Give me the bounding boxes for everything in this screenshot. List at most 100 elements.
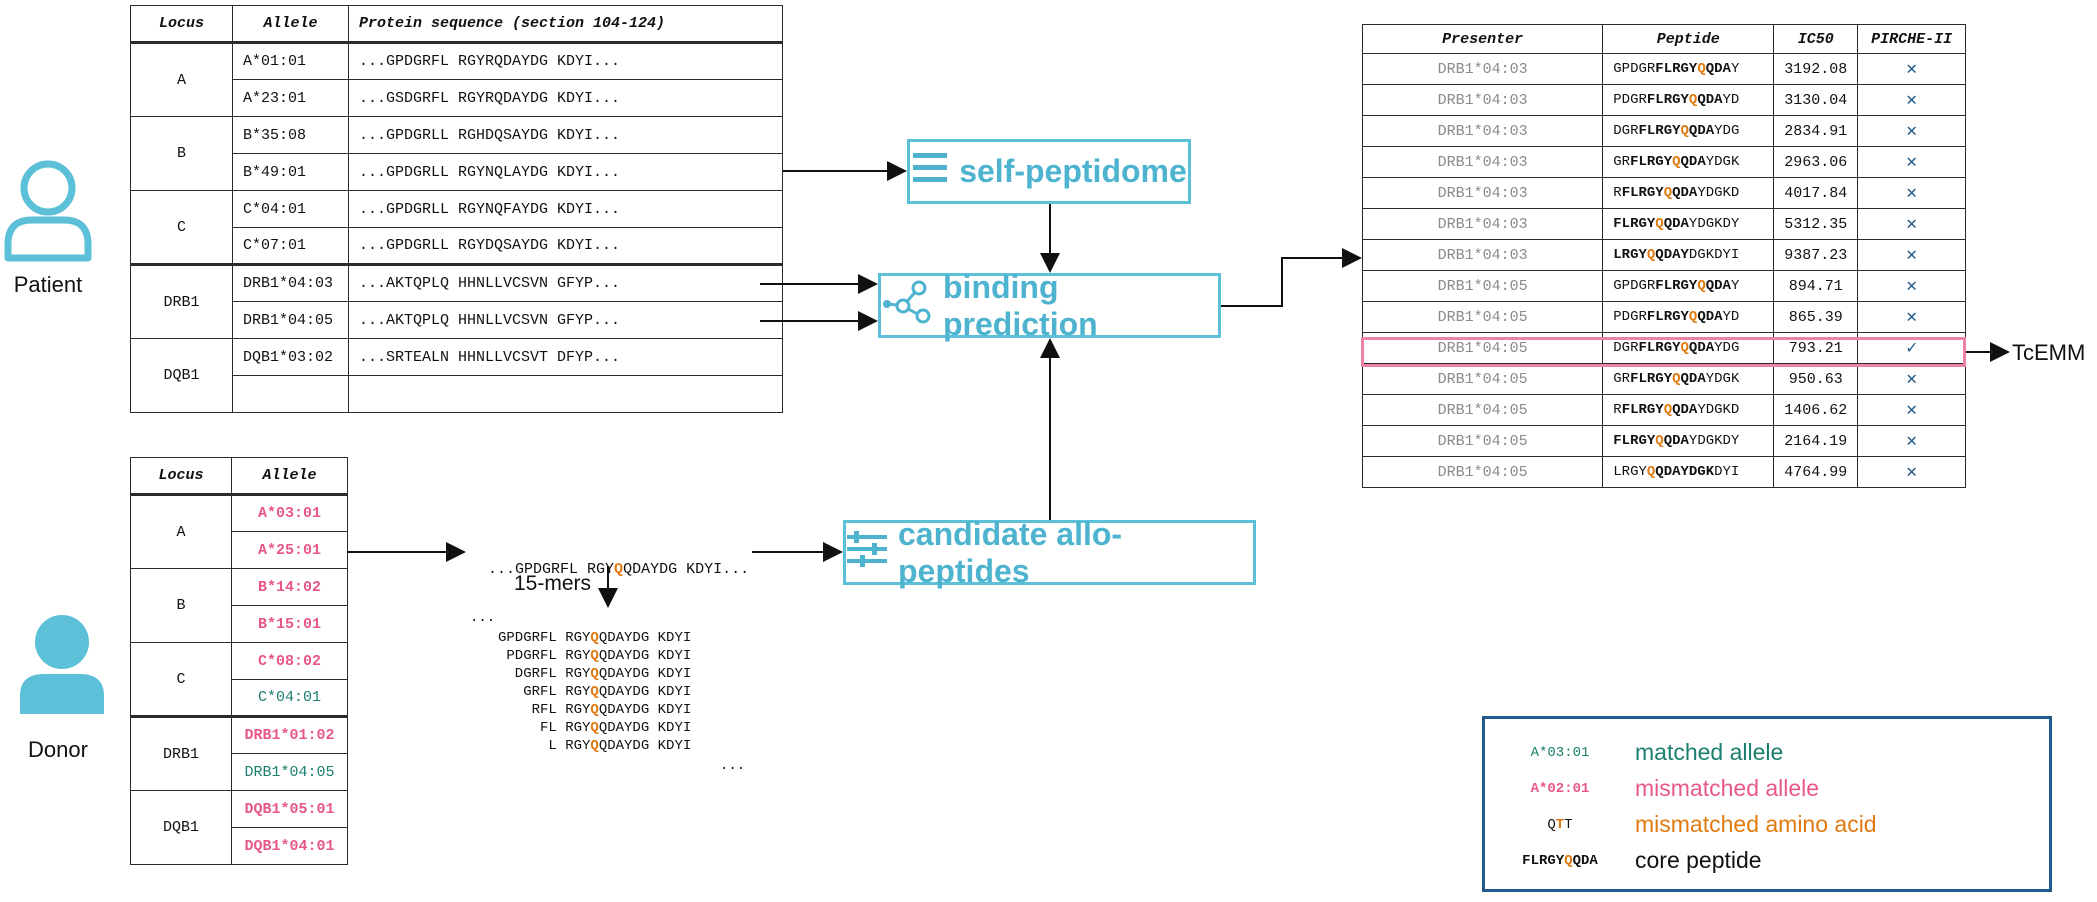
legend-mismatched-key: A*02:01 (1530, 780, 1590, 797)
presenter-cell: DRB1*04:03 (1361, 146, 1604, 178)
donor-sequence-suffix: QDAYDG KDYI... (623, 561, 750, 578)
peptide-segment: Q (1697, 61, 1706, 77)
kmer-post: QDAYDG KDYI (598, 630, 692, 646)
peptide-segment: FLRGY (1613, 216, 1656, 232)
peptide-segment: LRGY (1613, 247, 1647, 263)
peptide-segment: FLRGY (1655, 278, 1698, 294)
kmer-line: FL RGYQQDAYDG KDYI (498, 720, 691, 736)
peptide-cell: RFLRGYQQDAYDGKD (1602, 177, 1775, 209)
allele-cell: A*25:01 (231, 531, 348, 569)
self-peptidome-label: self-peptidome (959, 153, 1187, 189)
peptide-segment: QDA (1680, 371, 1706, 387)
list-icon (911, 151, 949, 193)
allele-cell: DQB1*03:02 (232, 338, 349, 376)
locus-cell: DRB1 (129, 716, 233, 791)
peptide-segment: GR (1613, 154, 1631, 170)
network-icon (881, 280, 933, 332)
sequence-cell: ...GPDGRLL RGYNQFAYDG KDYI... (348, 190, 783, 228)
allele-cell: A*01:01 (232, 42, 349, 80)
peptide-segment: YD (1722, 309, 1740, 325)
peptide-cell: FLRGYQQDAYDGKDY (1602, 425, 1775, 457)
peptide-segment: GPDGR (1613, 61, 1656, 77)
peptide-segment: LRGY (1613, 464, 1647, 480)
kmer-mismatch: Q (590, 648, 599, 664)
allele-cell: B*49:01 (232, 153, 349, 191)
legend-aa-key: QTT (1485, 817, 1635, 833)
legend-matched-text: matched allele (1635, 739, 1784, 765)
peptide-segment: PDGR (1613, 92, 1647, 108)
arrow-binding-to-results (1221, 248, 1362, 307)
kmer-mismatch: Q (590, 666, 599, 682)
patient-row: C*07:01...GPDGRLL RGYDQSAYDG KDYI... (131, 227, 783, 265)
peptide-segment: YDGK (1705, 371, 1740, 387)
core-pre: FLRGY (1522, 852, 1565, 869)
peptide-segment: Q (1697, 278, 1706, 294)
kmers-label: 15-mers (514, 572, 592, 595)
peptide-segment: DYI (1714, 464, 1740, 480)
peptide-segment: YD (1722, 92, 1740, 108)
binding-prediction-box: binding prediction (878, 269, 1221, 342)
donor-row: C*04:01 (131, 679, 348, 717)
kmer-post: QDAYDG KDYI (598, 720, 692, 736)
kmer-line: GRFL RGYQQDAYDG KDYI (498, 684, 691, 700)
sequence-cell: ...GPDGRLL RGHDQSAYDG KDYI... (348, 116, 783, 154)
peptide-segment: R (1613, 402, 1622, 418)
binding-prediction-label: binding prediction (943, 268, 1098, 342)
peptide-segment: YDGKDY (1688, 216, 1740, 232)
kmer-line: DGRFL RGYQQDAYDG KDYI (498, 666, 691, 682)
allele-cell: DRB1*01:02 (231, 716, 348, 754)
peptide-segment: Y (1730, 278, 1740, 294)
donor-row: DQB1*04:01 (131, 827, 348, 865)
peptide-segment: DGR (1613, 340, 1639, 356)
peptide-segment: R (1613, 185, 1622, 201)
peptide-segment: QDAYDGK (1655, 464, 1715, 480)
presenter-cell: DRB1*04:05 (1361, 301, 1604, 333)
peptide-segment: FLRGY (1638, 340, 1681, 356)
sequence-cell: ...GPDGRLL RGYDQSAYDG KDYI... (348, 227, 783, 265)
ic50-cell: 3130.04 (1773, 84, 1859, 116)
peptide-segment: GR (1613, 371, 1631, 387)
locus-cell: DQB1 (130, 338, 233, 413)
peptide-segment: YDGKD (1697, 185, 1740, 201)
peptide-segment: Q (1672, 154, 1681, 170)
kmer-pre: DGRFL RGY (498, 666, 591, 682)
kmer-post: QDAYDG KDYI (598, 738, 692, 754)
cross-icon: ✕ (1857, 146, 1966, 178)
peptide-segment: YDGKD (1697, 402, 1740, 418)
donor-icon (16, 612, 108, 722)
header-locus: Locus (130, 5, 233, 43)
peptide-segment: QDA (1697, 309, 1723, 325)
mismatch-residue: Q (614, 561, 624, 578)
sliders-icon (846, 530, 888, 575)
locus-cell: DRB1 (130, 264, 233, 339)
peptide-cell: LRGYQQDAYDGKDYI (1602, 239, 1775, 271)
peptide-segment: Q (1655, 433, 1664, 449)
presenter-cell: DRB1*04:03 (1361, 84, 1604, 116)
peptide-segment: QDA (1680, 154, 1706, 170)
peptide-segment: QDA (1705, 278, 1731, 294)
donor-row: DRB1*04:05 (131, 753, 348, 791)
header-presenter: Presenter (1361, 24, 1604, 54)
allele-cell: C*04:01 (232, 190, 349, 228)
peptide-segment: QDA (1688, 340, 1715, 356)
kmer-mismatch: Q (590, 702, 599, 718)
peptide-segment: FLRGY (1638, 123, 1681, 139)
peptide-segment: Q (1688, 309, 1698, 325)
peptide-segment: QDA (1663, 216, 1689, 232)
peptide-segment: FLRGY (1630, 371, 1673, 387)
kmer-pre: GPDGRFL RGY (498, 630, 591, 646)
peptide-segment: FLRGY (1621, 185, 1664, 201)
legend-core-text: core peptide (1635, 847, 1762, 873)
ic50-cell: 2164.19 (1773, 425, 1859, 457)
